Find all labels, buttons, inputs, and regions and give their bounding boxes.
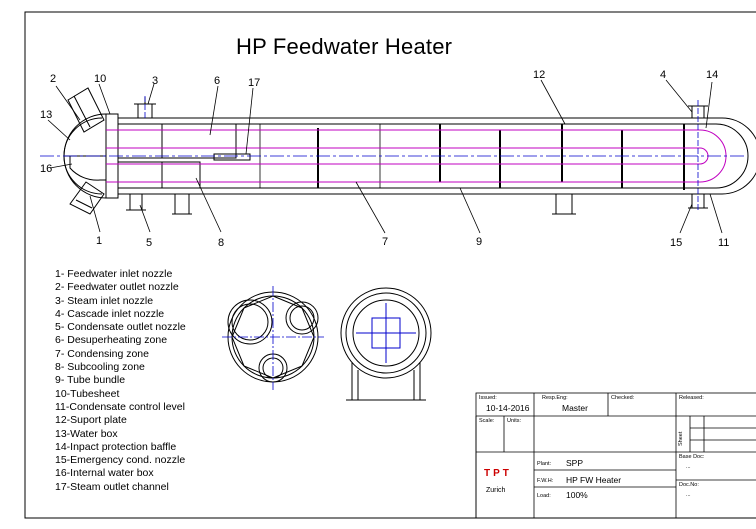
legend-item: 7- Condensing zone [55, 347, 149, 360]
issued-label: Issued: [479, 395, 497, 401]
legend-item: 12-Suport plate [55, 414, 127, 427]
drawing-title: HP Feedwater Heater [236, 34, 453, 59]
units-label: Units: [507, 418, 522, 424]
load-label: Load: [537, 493, 551, 499]
callout-9: 9 [476, 236, 482, 248]
load-value: 100% [566, 490, 588, 500]
end-view-1-centerlines [222, 286, 324, 390]
sheet-label: Sheet [678, 431, 684, 446]
legend-item: 16-Internal water box [55, 467, 154, 480]
zones [118, 123, 251, 188]
callout-12: 12 [533, 69, 545, 81]
leader-lines [47, 79, 723, 234]
resp-label: Resp.Eng: [542, 395, 568, 401]
callout-14: 14 [706, 69, 718, 81]
end-view-shell [340, 287, 432, 401]
callout-3: 3 [152, 75, 158, 87]
legend-item: 4- Cascade inlet nozzle [55, 307, 165, 320]
callout-6: 6 [214, 75, 220, 87]
callout-17: 17 [248, 77, 260, 89]
company-city: Zurich [486, 487, 506, 494]
doc-no-label: Doc.No: [679, 482, 699, 488]
legend-item: 3- Steam inlet nozzle [55, 294, 154, 307]
callout-10: 10 [94, 73, 106, 85]
issued-value: 10-14-2016 [486, 403, 530, 413]
plant-label: Plant: [537, 461, 552, 467]
legend-item: 15-Emergency cond. nozzle [55, 454, 186, 467]
legend-item: 9- Tube bundle [55, 374, 126, 387]
support-plates [317, 124, 685, 190]
legend-item: 10-Tubesheet [55, 387, 120, 400]
resp-value: Master [562, 403, 588, 413]
fwh-value: HP FW Heater [566, 475, 622, 485]
callout-16: 16 [40, 163, 52, 175]
drawing-border [24, 11, 756, 519]
nozzles [67, 87, 708, 215]
callout-1: 1 [96, 235, 102, 247]
legend-item: 11-Condensate control level [55, 400, 185, 413]
legend-list: 1- Feedwater inlet nozzle 2- Feedwater o… [55, 268, 186, 494]
base-doc-label: Base Doc: [679, 454, 705, 460]
end-view-2-tubes [356, 303, 416, 363]
legend-item: 13-Water box [55, 427, 118, 440]
legend-item: 6- Desuperheating zone [55, 334, 168, 347]
callout-4: 4 [660, 69, 666, 81]
callout-labels: 1 2 3 4 5 6 7 8 9 10 11 12 13 14 15 16 1… [40, 69, 729, 249]
legend-item: 5- Condensate outlet nozzle [55, 321, 186, 334]
base-doc-value: ... [686, 464, 691, 470]
plant-value: SPP [566, 458, 584, 468]
legend-item: 14-Inpact protection baffle [55, 440, 177, 453]
callout-11: 11 [718, 237, 729, 249]
callout-8: 8 [218, 237, 224, 249]
company-logo: TPT [484, 468, 512, 479]
callout-2: 2 [50, 73, 56, 85]
legend-item: 17-Steam outlet channel [55, 480, 169, 493]
fwh-label: F.W.H: [537, 478, 554, 484]
doc-no-value: ... [686, 492, 691, 498]
legend-item: 8- Subcooling zone [55, 361, 145, 374]
callout-5: 5 [146, 237, 152, 249]
title-block-lines [475, 392, 756, 519]
checked-label: Checked: [611, 395, 635, 401]
scale-label: Scale: [479, 418, 495, 424]
centerlines [40, 96, 745, 210]
callout-7: 7 [382, 236, 388, 248]
legend-item: 2- Feedwater outlet nozzle [55, 281, 179, 294]
legend-item: 1- Feedwater inlet nozzle [55, 268, 173, 280]
callout-13: 13 [40, 109, 52, 121]
released-label: Released: [679, 395, 704, 401]
condensate-control-level [696, 123, 716, 189]
callout-15: 15 [670, 237, 682, 249]
